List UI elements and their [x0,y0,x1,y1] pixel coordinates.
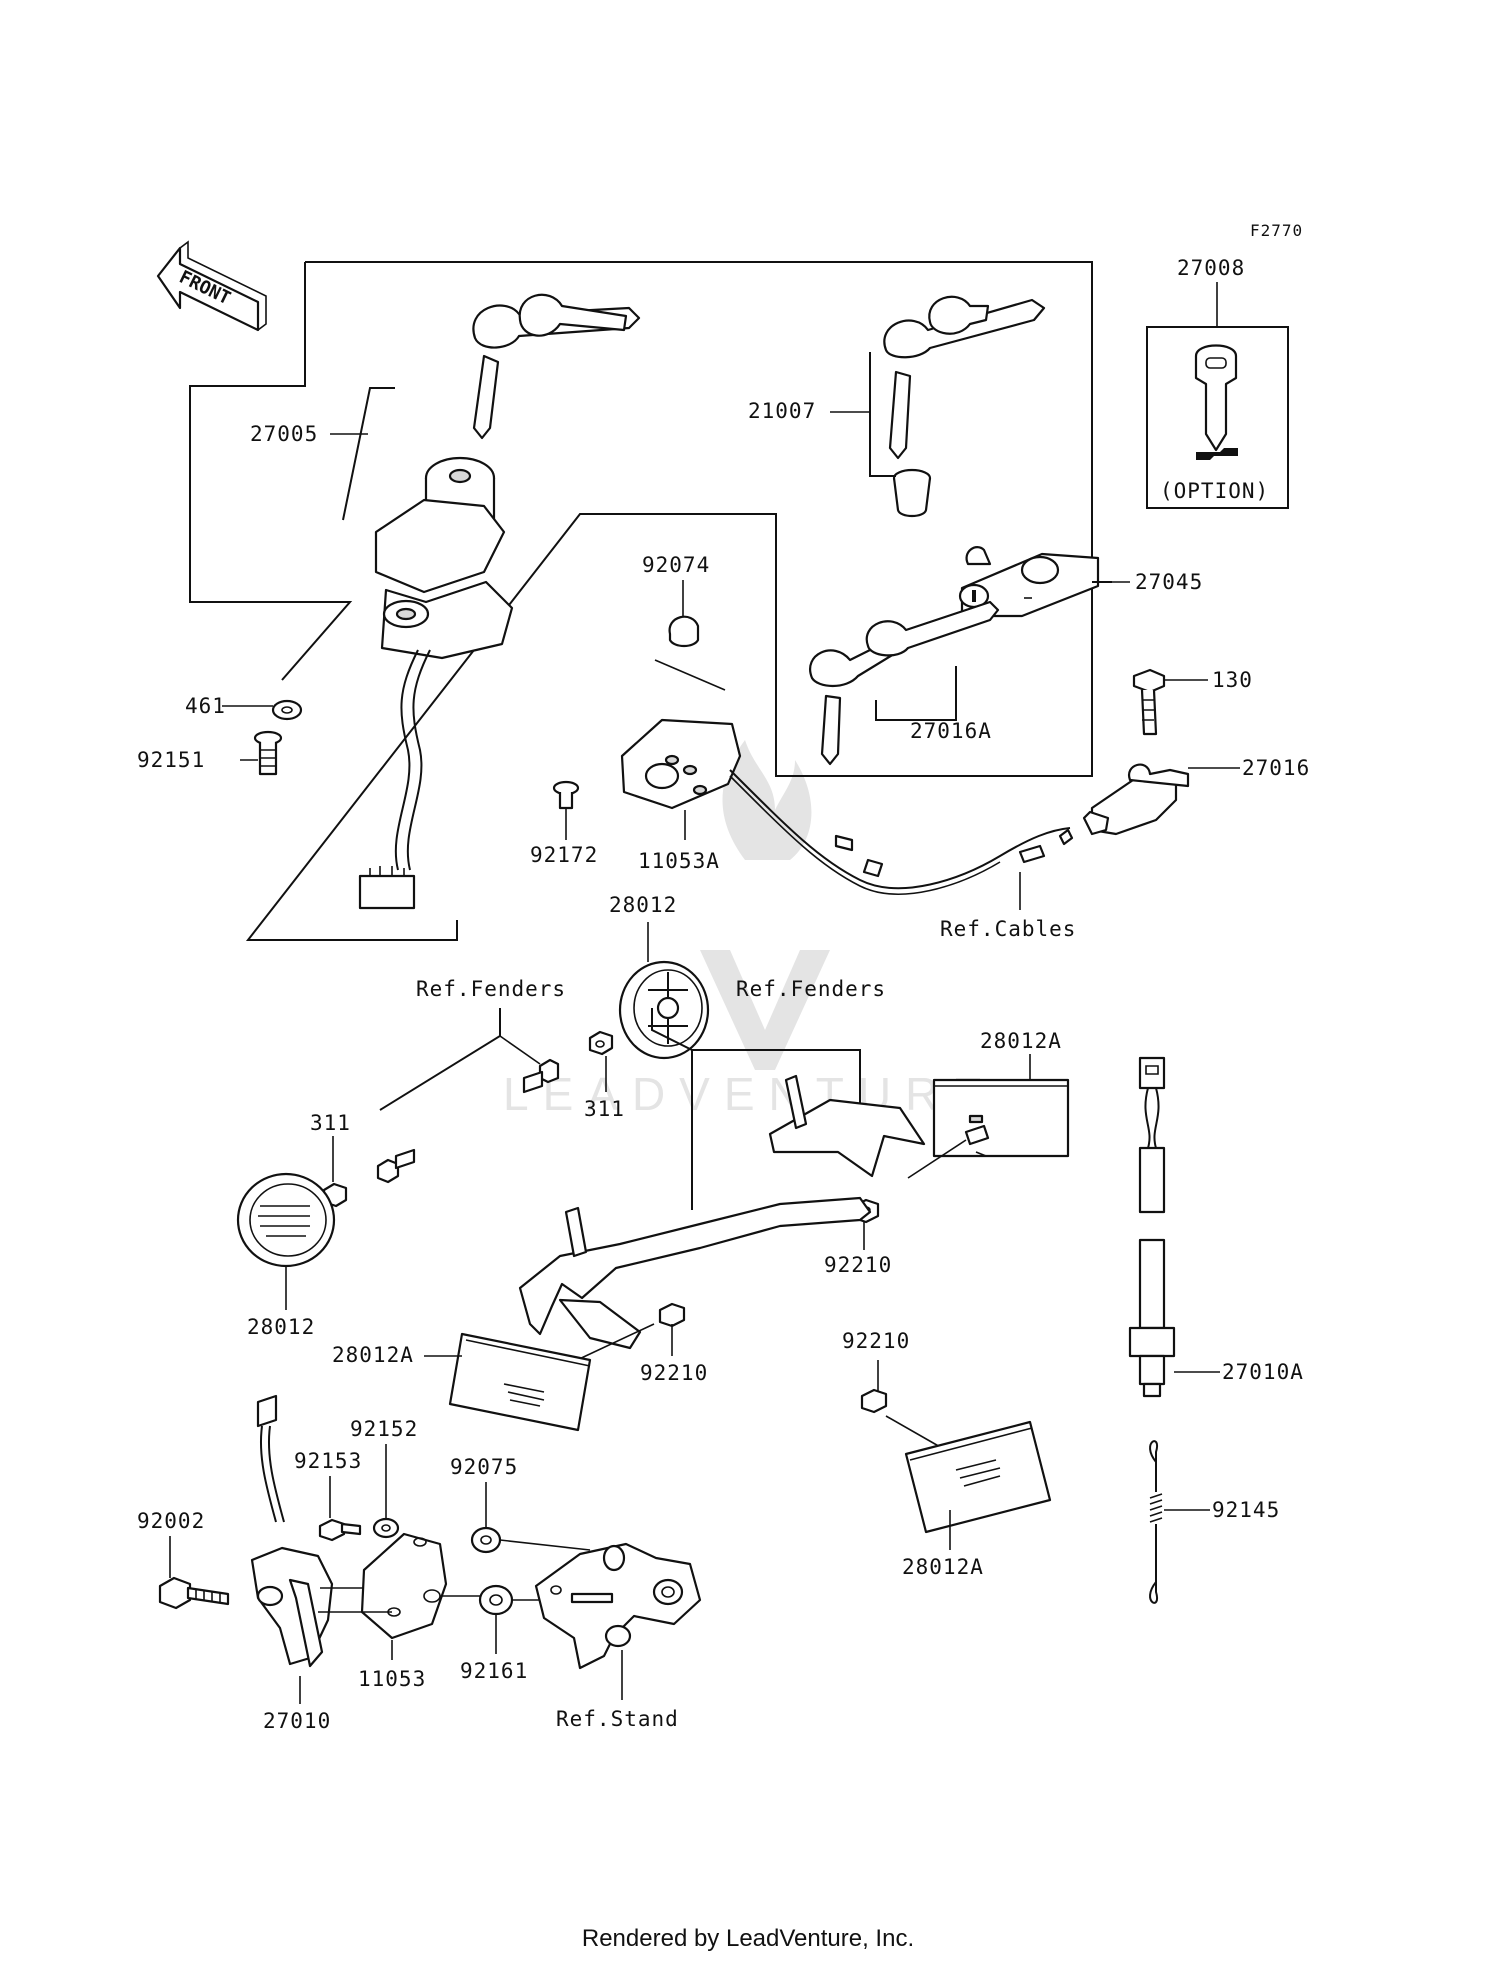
stud-upper [522,1058,560,1094]
callout-21007: 21007 [748,399,816,423]
bracket-right [768,1074,926,1178]
callout-ref-fenders-right: Ref.Fenders [736,977,886,1001]
keys-27016A [809,600,1000,766]
callout-92074: 92074 [642,553,710,577]
cap-92074 [668,615,700,648]
callout-130: 130 [1212,668,1253,692]
assembly-outline-27045 [245,261,1093,941]
bolt-92002 [158,1576,230,1610]
callout-92002: 92002 [137,1509,205,1533]
callout-92210-a: 92210 [824,1253,892,1277]
callout-11053A: 11053A [638,849,720,873]
watermark-v-icon [700,950,830,1070]
front-arrow: FRONT [156,240,267,332]
bracket-center [518,1196,872,1350]
footer-credit: Rendered by LeadVenture, Inc. [582,1925,914,1952]
key-set-21007 [883,295,1046,518]
callout-27008: 27008 [1177,256,1245,280]
callout-311-mid: 311 [584,1097,625,1121]
callout-92210-b: 92210 [640,1361,708,1385]
washer-92152 [372,1517,400,1539]
screw-92172 [552,780,580,810]
front-arrow-icon [156,246,260,332]
callout-28012-left: 28012 [247,1315,315,1339]
watermark-text: LEADVENTURE [503,1068,997,1120]
bracket-11053A [620,718,742,810]
callout-92161: 92161 [460,1659,528,1683]
callout-27016A: 27016A [910,719,992,743]
callout-92172: 92172 [530,843,598,867]
ignition-switch [358,456,514,910]
watermark-flame-icon [722,740,812,860]
collar-92161 [478,1584,514,1616]
nut-92210-c [860,1388,888,1414]
reflector-28012A-top [932,1078,1070,1158]
callout-27010: 27010 [263,1709,331,1733]
option-key-box: (OPTION) [1146,326,1289,509]
figure-code: F2770 [1250,221,1303,240]
callout-27005: 27005 [250,422,318,446]
grommet-92075 [470,1526,502,1554]
reflector-28012A-left [448,1332,592,1432]
latch-27016 [1082,763,1190,836]
callout-311-left: 311 [310,1111,351,1135]
screw-92153 [318,1518,362,1542]
watermark: LEADVENTURE [503,740,997,1120]
reflector-28012-left [236,1172,336,1268]
callout-28012-top: 28012 [609,893,677,917]
callout-27010A: 27010A [1222,1360,1304,1384]
callout-92075: 92075 [450,1455,518,1479]
seat-lock-27045 [958,546,1100,618]
callout-27016: 27016 [1242,756,1310,780]
callout-92145: 92145 [1212,1498,1280,1522]
callout-28012A-bottom: 28012A [902,1555,984,1579]
callout-ref-cables: Ref.Cables [940,917,1076,941]
assembly-outline-left [189,262,353,681]
plate-11053 [360,1532,448,1640]
washer-461 [271,699,303,721]
callout-92210-c: 92210 [842,1329,910,1353]
stand-switch-27010 [250,1394,334,1668]
reflector-28012-top [618,960,710,1060]
callout-461: 461 [185,694,226,718]
nut-92210-b [658,1302,686,1328]
ignition-keys-27005 [472,293,641,440]
option-label: (OPTION) [1160,479,1269,503]
callout-ref-fenders-left: Ref.Fenders [416,977,566,1001]
callout-27045: 27045 [1135,570,1203,594]
stand-bracket [534,1542,702,1670]
lock-cable [729,769,1071,890]
option-key-icon [1194,344,1238,452]
bolt-130 [1132,668,1166,736]
callout-28012A-top: 28012A [980,1029,1062,1053]
reflector-28012A-bottom [904,1420,1052,1534]
callout-92152: 92152 [350,1417,418,1441]
callout-ref-stand: Ref.Stand [556,1707,679,1731]
spring-92145 [1149,1440,1163,1604]
screw-92151 [253,730,283,776]
callout-28012A-left: 28012A [332,1343,414,1367]
callout-92151: 92151 [137,748,205,772]
callout-92153: 92153 [294,1449,362,1473]
nut-311-mid [588,1030,614,1056]
callout-11053: 11053 [358,1667,426,1691]
stud-left [376,1148,416,1184]
switch-27010A [1128,1056,1176,1398]
